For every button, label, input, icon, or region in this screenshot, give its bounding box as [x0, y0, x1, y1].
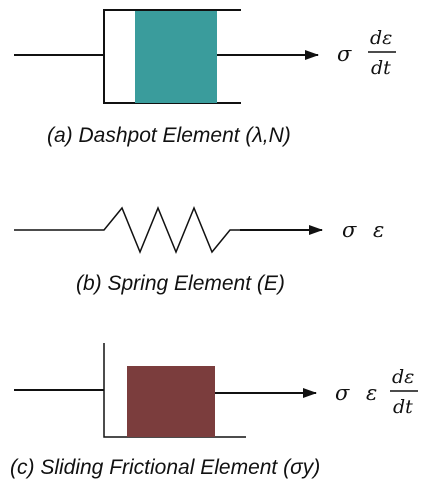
spring-caption: (b) Spring Element (E) — [76, 272, 285, 295]
friction-stress-symbol: σ — [335, 381, 350, 405]
friction-strain-symbol: ε — [366, 381, 377, 405]
friction-rate-denominator: dt — [393, 396, 413, 418]
friction-element: σ ε dε dt (c) Sliding Frictional Element… — [10, 343, 418, 479]
dashpot-rate-denominator: dt — [371, 57, 391, 79]
friction-block — [127, 366, 215, 437]
dashpot-caption: (a) Dashpot Element (λ,N) — [47, 124, 291, 147]
spring-element: σ ε (b) Spring Element (E) — [14, 206, 384, 295]
dashpot-element: σ dε dt (a) Dashpot Element (λ,N) — [14, 9, 396, 147]
dashpot-rate-numerator: dε — [370, 27, 392, 49]
spring-strain-symbol: ε — [373, 218, 384, 242]
friction-rate-numerator: dε — [392, 366, 414, 388]
friction-caption: (c) Sliding Frictional Element (σy) — [10, 456, 320, 479]
dashpot-stress-symbol: σ — [337, 42, 352, 66]
spring-stress-symbol: σ — [342, 218, 357, 242]
spring-coil — [14, 206, 240, 254]
dashpot-piston — [135, 11, 217, 103]
